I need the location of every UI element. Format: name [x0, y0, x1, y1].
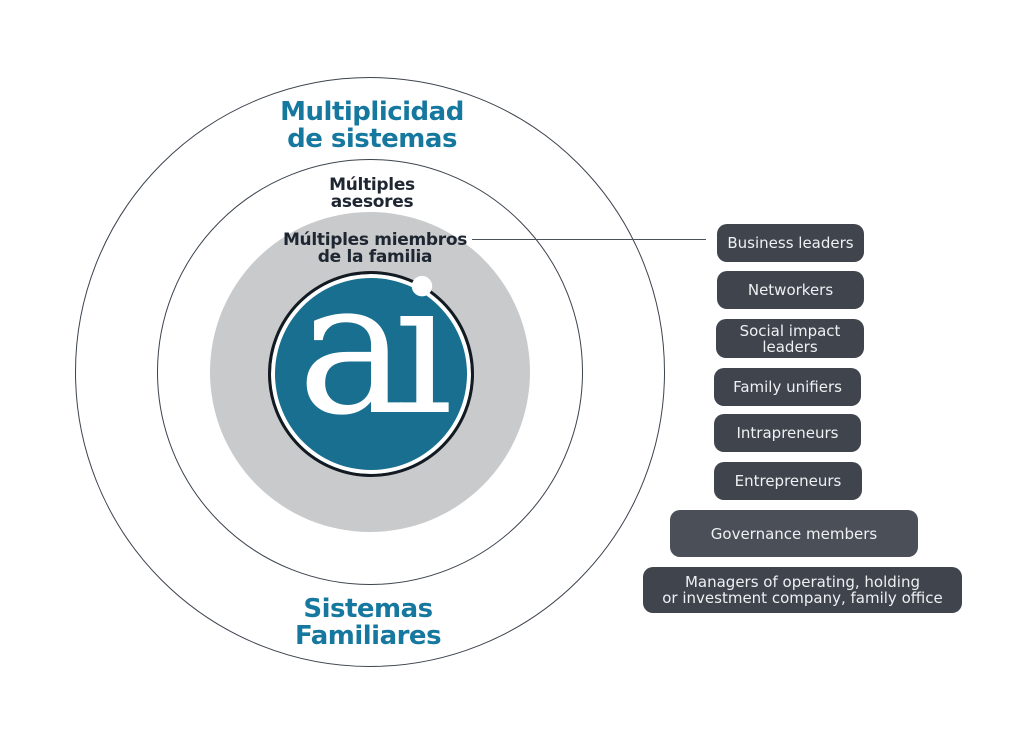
badge-governance-members: Governance members — [670, 510, 918, 557]
label-multiples-asesores: Múltiples asesores — [329, 175, 415, 212]
badge-entrepreneurs: Entrepreneurs — [714, 462, 862, 500]
advisors-ring — [157, 159, 583, 585]
ai-logo: ai — [297, 240, 453, 456]
ai-logo-circle: ai — [268, 256, 474, 477]
badge-family-unifiers: Family unifiers — [714, 368, 861, 406]
label-sistemas-familiares: Sistemas Familiares — [294, 594, 442, 651]
label-multiples-miembros: Múltiples miembros de la familia — [282, 230, 468, 267]
badge-networkers: Networkers — [717, 271, 864, 309]
connector-line — [472, 239, 706, 240]
badge-managers: Managers of operating, holding or invest… — [643, 567, 962, 613]
badge-business-leaders: Business leaders — [717, 224, 864, 262]
badge-intrapreneurs: Intrapreneurs — [714, 414, 861, 452]
outer-systems-ring — [75, 77, 665, 667]
label-multiplicidad-de-sistemas: Multiplicidad de sistemas — [280, 97, 464, 154]
badge-social-impact-leaders: Social impact leaders — [716, 319, 864, 358]
